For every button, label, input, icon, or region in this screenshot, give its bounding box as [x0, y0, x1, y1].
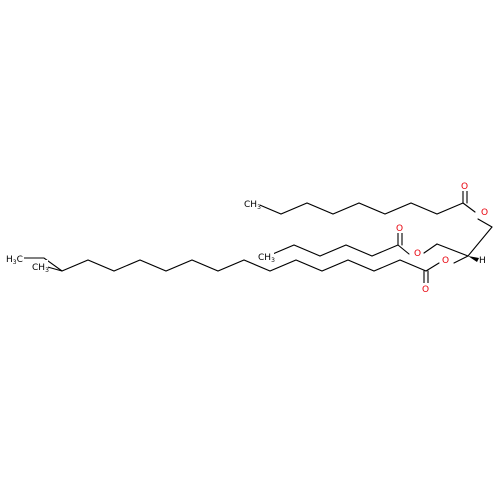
bond-c3-o2	[423, 243, 438, 254]
oxygen-label: O	[396, 224, 403, 234]
bond-o2-carbonyl	[397, 244, 410, 255]
bottom-chain-zigzag	[23, 257, 427, 272]
glycerol-backbone	[423, 218, 493, 264]
bond-c1-c2	[467, 226, 493, 257]
oxygen-label: O	[481, 208, 488, 218]
bond-c2-c3	[436, 243, 469, 257]
stereo-wedge	[468, 256, 479, 262]
methyl-label: CH3	[258, 253, 275, 264]
oxygen-label: O	[442, 256, 449, 266]
bond-o3-carbonyl	[425, 262, 440, 272]
bond-o1-carbonyl	[462, 202, 476, 213]
hydrogen-label: H	[479, 256, 486, 266]
middle-acyl-chain	[267, 232, 410, 257]
methyl-label: CH3	[244, 200, 261, 211]
atom-labels: O O O O O O H CH3 CH3 H3C CH3	[6, 180, 490, 295]
bottom-acyl-chain	[23, 257, 440, 284]
oxygen-label: O	[414, 249, 421, 259]
top-chain-zigzag	[254, 202, 464, 215]
oxygen-label: O	[461, 182, 468, 192]
methyl-label: CH3	[32, 263, 49, 274]
methyl-label: H3C	[6, 255, 23, 266]
oxygen-label: O	[422, 285, 429, 295]
middle-chain-zigzag	[267, 244, 399, 257]
bond-c1-o1	[477, 218, 493, 228]
bond-c2-o3	[453, 255, 469, 264]
top-acyl-chain	[254, 190, 476, 215]
